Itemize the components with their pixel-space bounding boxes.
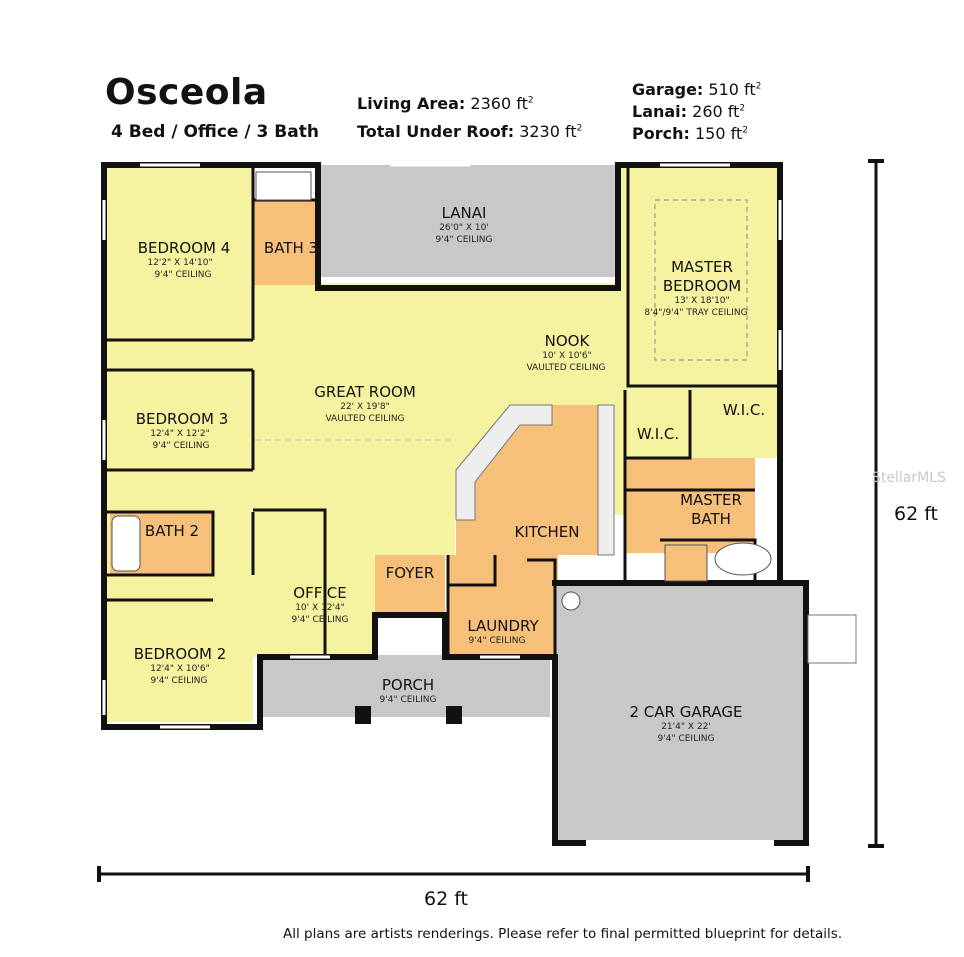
lanai-dim: 26'0" X 10' [439,223,489,233]
great-room-dim: 22' X 19'8" [340,402,390,412]
laundry-floor [448,555,558,655]
great-room-name: GREAT ROOM [314,383,416,401]
bedroom4-dim: 12'2" X 14'10" [147,258,212,268]
master-bedroom-name1: MASTER [671,258,733,276]
nook-name: NOOK [545,332,591,350]
garage-stat: Garage: 510 ft2 [632,80,761,99]
nook-ceiling: VAULTED CEILING [526,363,605,373]
porch-stat: Porch: 150 ft2 [632,124,748,143]
disclaimer: All plans are artists renderings. Please… [283,926,843,942]
ac-pad [807,614,857,664]
windows [102,163,782,729]
wic1-name: W.I.C. [637,425,679,443]
foyer-name: FOYER [386,564,435,582]
depth-dimension: 62 ft [868,159,938,848]
office-name: OFFICE [293,584,346,602]
total-roof-label: Total Under Roof: [357,122,515,141]
lanai-ceiling: 9'4" CEILING [436,235,493,245]
total-roof-stat: Total Under Roof: 3230 ft2 [357,122,582,141]
porch-ceiling: 9'4" CEILING [380,695,437,705]
garage-name: 2 CAR GARAGE [629,703,742,721]
master-shower [664,544,708,582]
laundry-name: LAUNDRY [467,617,539,635]
office-dim: 10' X 12'4" [295,603,345,613]
sq-mark: 2 [739,103,746,114]
garage-value: 510 ft [708,80,756,99]
master-bedroom-dim: 13' X 18'10" [674,296,729,306]
master-bath-name1: MASTER [680,491,742,509]
porch-column [355,706,371,724]
room-labels: LANAI 26'0" X 10' 9'4" CEILING MASTER BE… [134,204,765,744]
depth-label: 62 ft [894,503,938,525]
kitchen-counter-side [597,404,615,556]
living-area-value: 2360 ft [470,94,528,113]
garage-floor [555,585,805,840]
lanai-value: 260 ft [692,102,740,121]
bedroom4-name: BEDROOM 4 [138,239,231,257]
west-bedrooms-floor [107,168,253,722]
width-dimension: 62 ft [97,866,810,910]
garage-label: Garage: [632,80,704,99]
master-bedroom-ceiling: 8'4"/9'4" TRAY CEILING [644,308,747,318]
wic-floor [625,386,778,458]
porch-name: PORCH [382,676,434,694]
bedroom3-name: BEDROOM 3 [136,410,229,428]
bath3-floor [253,200,319,285]
office-ceiling: 9'4" CEILING [292,615,349,625]
water-heater [561,591,581,611]
lanai-label: Lanai: [632,102,688,121]
bedroom2-name: BEDROOM 2 [134,645,227,663]
bath3-name: BATH 3 [264,239,318,257]
width-label: 62 ft [424,888,468,910]
master-tub [714,542,772,576]
porch-floor [262,655,550,717]
bedroom3-ceiling: 9'4" CEILING [153,441,210,451]
master-bedroom-name2: BEDROOM [663,277,741,295]
porch-value: 150 ft [694,124,743,143]
bath2-name: BATH 2 [145,522,199,540]
watermark: StellarMLS [872,470,946,486]
living-area-label: Living Area: [357,94,466,113]
foyer-floor [375,555,445,615]
bedroom2-ceiling: 9'4" CEILING [151,676,208,686]
garage-ceiling: 9'4" CEILING [658,734,715,744]
porch-column [446,706,462,724]
office-floor [253,515,375,657]
tray-ceiling-outline [654,199,748,361]
sq-mark: 2 [527,95,534,106]
porch-label: Porch: [632,124,690,143]
hall-floor [375,515,455,555]
bedroom4-ceiling: 9'4" CEILING [155,270,212,280]
living-area-stat: Living Area: 2360 ft2 [357,94,534,113]
master-bedroom-floor [618,168,778,386]
kitchen-name: KITCHEN [515,523,580,541]
plan-title: Osceola [105,72,268,113]
total-roof-value: 3230 ft [519,122,577,141]
sq-mark: 2 [576,123,583,134]
lanai-stat: Lanai: 260 ft2 [632,102,745,121]
bath2-tub [111,515,141,572]
wic2-name: W.I.C. [723,401,765,419]
nook-dim: 10' X 10'6" [542,351,592,361]
sq-mark: 2 [742,125,748,136]
garage-dim: 21'4" X 22' [661,722,711,732]
bedroom2-dim: 12'4" X 10'6" [150,664,209,674]
master-bath-floor [625,458,755,553]
master-bath-name2: BATH [691,510,731,528]
great-room-ceiling: VAULTED CEILING [325,414,404,424]
outdoor-floors [262,165,805,840]
bath3-shower [255,171,312,201]
kitchen-counter [455,404,553,521]
lanai-floor [320,165,618,277]
plan-subtitle: 4 Bed / Office / 3 Bath [111,122,319,142]
laundry-ceiling: 9'4" CEILING [469,636,526,646]
lanai-name: LANAI [442,204,487,222]
bedroom3-dim: 12'4" X 12'2" [150,429,209,439]
sq-mark: 2 [755,81,762,92]
